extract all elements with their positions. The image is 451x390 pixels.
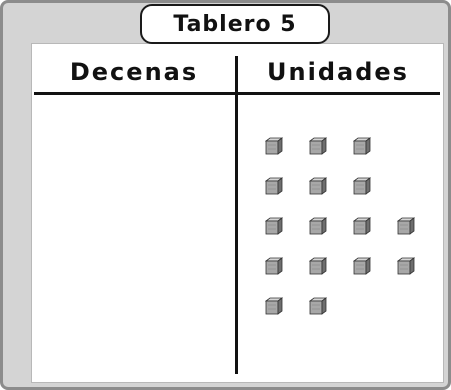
tens-column-header: Decenas xyxy=(69,58,199,86)
unit-cube-icon xyxy=(353,257,371,275)
unit-cube-icon xyxy=(397,217,415,235)
unit-cube-icon xyxy=(397,257,415,275)
unit-cube-icon xyxy=(265,217,283,235)
unit-cube-icon xyxy=(309,177,327,195)
board-title-tab: Tablero 5 xyxy=(140,4,330,44)
unit-cube-icon xyxy=(353,137,371,155)
unit-cube-icon xyxy=(309,217,327,235)
unit-cube-icon xyxy=(265,137,283,155)
ones-column-header: Unidades xyxy=(267,58,409,86)
unit-cube-icon xyxy=(309,257,327,275)
column-divider-line xyxy=(235,56,238,374)
unit-cube-icon xyxy=(265,177,283,195)
unit-cube-icon xyxy=(309,137,327,155)
unit-cube-icon xyxy=(265,257,283,275)
unit-cube-icon xyxy=(309,297,327,315)
unit-cube-icon xyxy=(353,217,371,235)
unit-cube-icon xyxy=(265,297,283,315)
unit-cube-icon xyxy=(353,177,371,195)
board-title: Tablero 5 xyxy=(173,11,297,37)
